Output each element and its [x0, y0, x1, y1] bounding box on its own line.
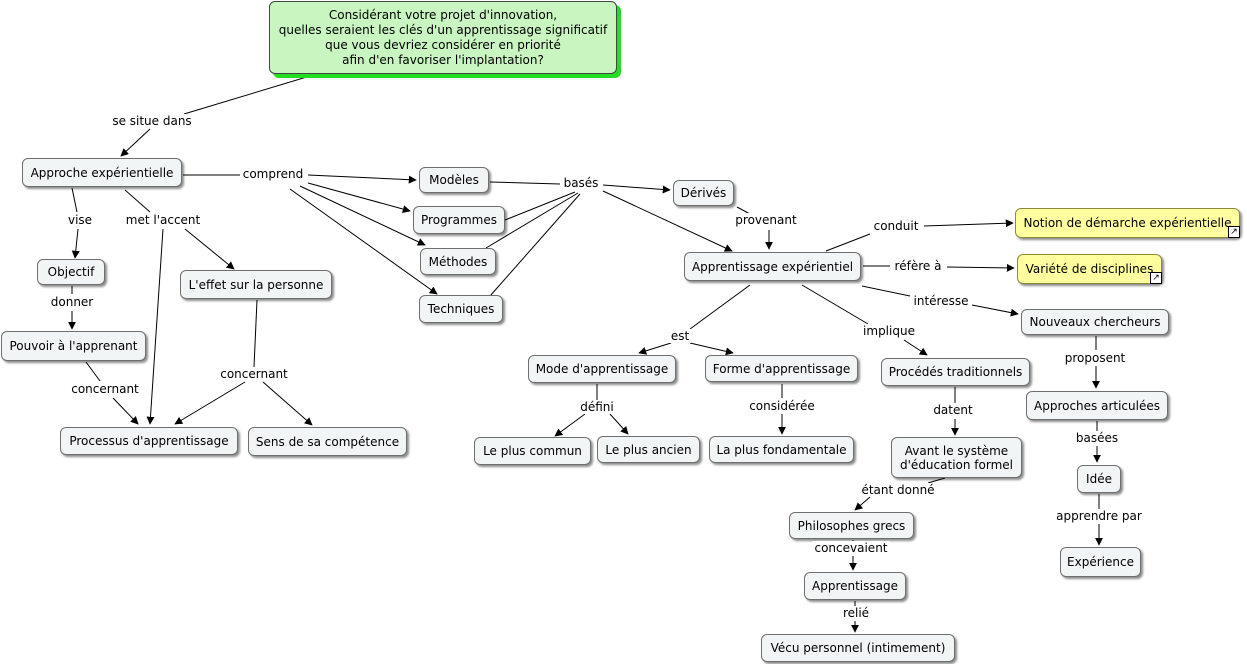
link-label-vise: vise: [65, 213, 95, 227]
notion-demarche-node[interactable]: Notion de démarche expérientielle ↗: [1015, 208, 1240, 238]
procedes-traditionnels-node[interactable]: Procédés traditionnels: [881, 358, 1030, 386]
link-label-bases: basés: [561, 176, 601, 190]
idee-node[interactable]: Idée: [1077, 465, 1121, 493]
external-link-icon[interactable]: ↗: [1228, 226, 1240, 238]
effet-personne-node[interactable]: L'effet sur la personne: [180, 270, 332, 299]
plus-fondamentale-node[interactable]: La plus fondamentale: [709, 436, 854, 463]
link-label-se-situe-dans: se situe dans: [110, 114, 194, 128]
link-label-comprend: comprend: [240, 167, 306, 181]
sens-competence-node[interactable]: Sens de sa compétence: [248, 427, 407, 456]
pouvoir-apprenant-node[interactable]: Pouvoir à l'apprenant: [1, 331, 146, 361]
philosophes-grecs-node[interactable]: Philosophes grecs: [789, 512, 914, 539]
nouveaux-chercheurs-node[interactable]: Nouveaux chercheurs: [1021, 309, 1169, 335]
link-label-relie: relié: [840, 606, 872, 620]
variete-disciplines-label: Variété de disciplines: [1025, 262, 1154, 276]
root-question-node[interactable]: Considérant votre projet d'innovation, q…: [269, 1, 617, 74]
objectif-node[interactable]: Objectif: [37, 259, 105, 285]
techniques-node[interactable]: Techniques: [419, 295, 503, 323]
link-label-consideree: considérée: [747, 399, 817, 413]
modeles-node[interactable]: Modèles: [419, 167, 489, 193]
notion-demarche-label: Notion de démarche expérientielle: [1023, 216, 1232, 230]
programmes-node[interactable]: Programmes: [413, 206, 505, 234]
apprentissage-node[interactable]: Apprentissage: [804, 572, 906, 600]
link-label-conduit: conduit: [871, 219, 921, 233]
link-label-datent: datent: [931, 403, 975, 417]
apprentissage-experientiel-node[interactable]: Apprentissage expérientiel: [684, 252, 861, 281]
link-label-proposent: proposent: [1062, 351, 1128, 365]
link-label-donner: donner: [48, 295, 96, 309]
methodes-node[interactable]: Méthodes: [420, 248, 496, 275]
derives-node[interactable]: Dérivés: [673, 180, 734, 206]
link-label-est: est: [668, 329, 692, 343]
plus-commun-node[interactable]: Le plus commun: [474, 437, 591, 465]
link-label-interesse: intéresse: [911, 294, 971, 308]
link-label-apprendre-par: apprendre par: [1054, 509, 1144, 523]
link-label-defini: défini: [578, 400, 616, 414]
plus-ancien-node[interactable]: Le plus ancien: [597, 436, 700, 463]
approches-articulees-node[interactable]: Approches articulées: [1026, 391, 1168, 420]
link-label-concernant: concernant: [218, 367, 290, 381]
link-label-basees: basées: [1073, 431, 1121, 445]
link-label-provenant: provenant: [733, 213, 799, 227]
link-label-concernant: concernant: [69, 382, 141, 396]
variete-disciplines-node[interactable]: Variété de disciplines ↗: [1017, 254, 1162, 284]
mode-apprentissage-node[interactable]: Mode d'apprentissage: [528, 355, 676, 383]
vecu-personnel-node[interactable]: Vécu personnel (intimement): [761, 634, 955, 662]
link-label-concevaient: concevaient: [812, 541, 890, 555]
processus-apprentissage-node[interactable]: Processus d'apprentissage: [60, 427, 238, 455]
approche-experientielle-node[interactable]: Approche expérientielle: [22, 158, 182, 187]
link-label-implique: implique: [861, 324, 917, 338]
forme-apprentissage-node[interactable]: Forme d'apprentissage: [705, 355, 858, 382]
link-label-met-accent: met l'accent: [123, 213, 203, 227]
link-label-etant-donne: étant donné: [859, 483, 937, 497]
avant-systeme-node[interactable]: Avant le système d'éducation formel: [891, 437, 1022, 478]
link-label-refere-a: réfère à: [892, 259, 944, 273]
experience-node[interactable]: Expérience: [1060, 547, 1141, 577]
external-link-icon[interactable]: ↗: [1150, 272, 1162, 284]
